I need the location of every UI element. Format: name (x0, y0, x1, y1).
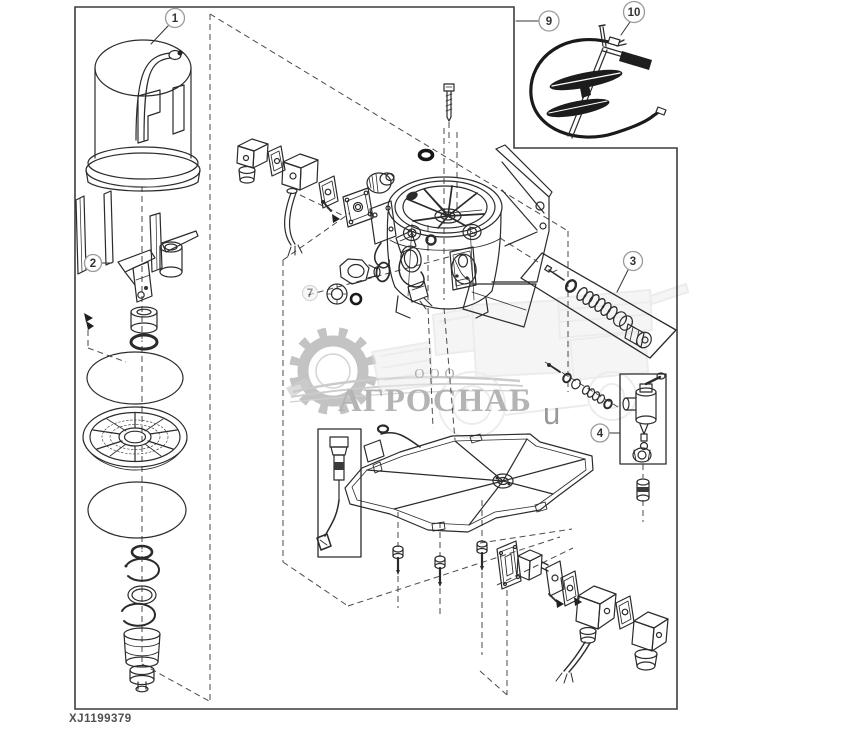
part-oring-top (417, 148, 435, 162)
part-dipstick-wand (546, 24, 652, 139)
image-code: XJ1199379 (69, 713, 132, 725)
part-filter-disc (82, 406, 188, 471)
part-base-tray (344, 424, 594, 533)
callout-2[interactable]: 2 (83, 253, 113, 273)
svg-text:7: 7 (307, 288, 313, 300)
watermark-ooo: ООО (414, 367, 459, 382)
part-gasket-strips (75, 190, 114, 275)
part-valve-kit-box (520, 252, 677, 359)
callout-9[interactable]: 9 (515, 10, 560, 32)
part-gasket-lower (87, 481, 187, 539)
part-valve-small-parts (547, 363, 613, 410)
part-agitator (117, 212, 199, 303)
callout-1[interactable]: 1 (150, 7, 186, 45)
svg-text:9: 9 (546, 16, 552, 28)
part-bolts (392, 540, 488, 587)
watermark: ООО АГРОСНАБ u (286, 282, 690, 439)
svg-text:3: 3 (630, 256, 636, 268)
svg-text:2: 2 (90, 258, 96, 270)
callout-4[interactable]: 4 (590, 423, 621, 443)
watermark-company: АГРОСНАБ (338, 383, 532, 419)
svg-text:1: 1 (172, 13, 179, 25)
gear-icon (289, 327, 377, 415)
svg-text:4: 4 (597, 428, 604, 440)
part-canister (85, 39, 201, 192)
swoosh-decoration (286, 375, 524, 403)
part-mount-bracket (462, 144, 553, 328)
part-solenoid-group-bottom (496, 540, 669, 684)
part-sensor-cable-box (316, 428, 362, 558)
svg-text:10: 10 (628, 7, 641, 19)
part-washer-stack-lower (121, 544, 161, 693)
watermark-suffix: u (543, 396, 560, 431)
part-screw-top (443, 83, 455, 122)
callout-10[interactable]: 10 (620, 0, 646, 36)
part-washer-stack-upper (129, 306, 159, 351)
part-small-parts-row (326, 253, 477, 306)
callout-3[interactable]: 3 (616, 250, 644, 293)
diagram-frame (74, 6, 678, 710)
part-relief-valve-box (619, 372, 667, 502)
part-connector-group-top (236, 138, 433, 310)
callouts: 1 2 3 4 7 9 10 (83, 0, 646, 443)
callout-7[interactable]: 7 (301, 284, 319, 302)
part-gasket-upper (86, 351, 184, 405)
part-main-body (386, 176, 503, 319)
insert-arrow-icon (84, 313, 94, 330)
